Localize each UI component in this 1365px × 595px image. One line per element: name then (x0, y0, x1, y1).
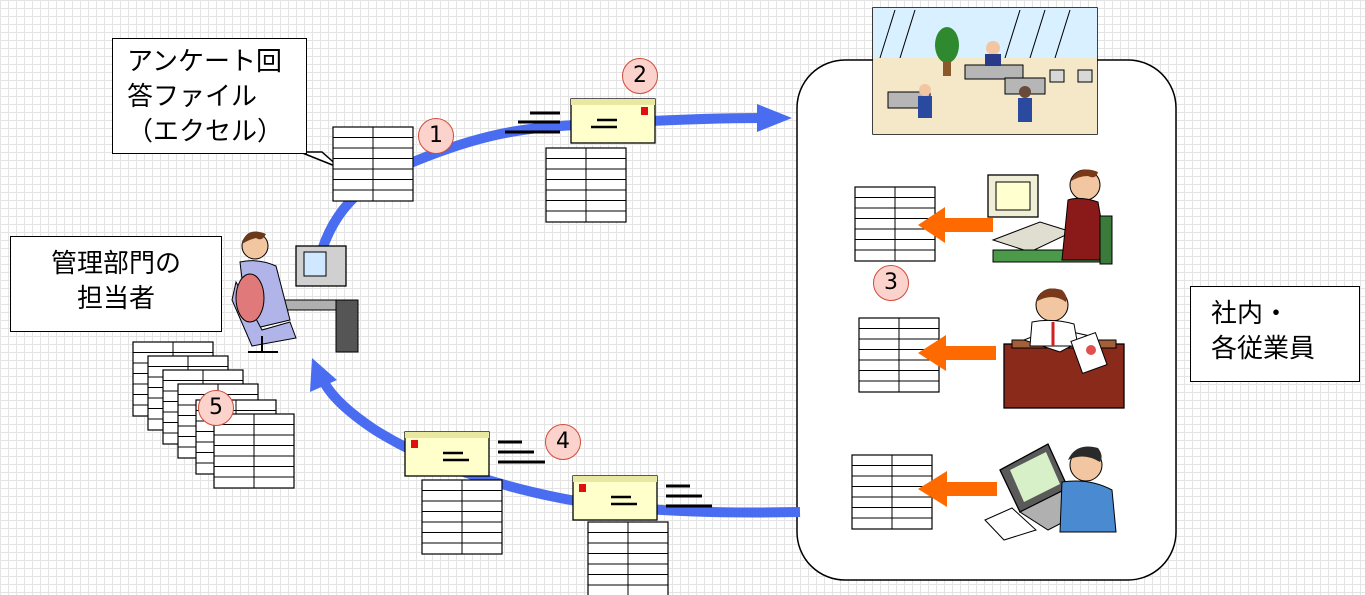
step-1-badge: 1 (418, 118, 454, 154)
envelope-icon (403, 430, 545, 478)
spreadsheet-icon (851, 454, 933, 530)
spreadsheet-icon (587, 521, 669, 595)
employees-label: 社内・ 各従業員 (1190, 286, 1360, 382)
envelope-icon (505, 97, 657, 145)
employees-label-line-2: 各従業員 (1211, 334, 1316, 364)
callout-box: アンケート回 答ファイル （エクセル） (112, 38, 307, 154)
admin-label-line-2: 担当者 (76, 284, 155, 314)
person-at-laptop-icon (984, 443, 1117, 541)
admin-label: 管理部門の 担当者 (10, 236, 222, 332)
step-5-badge: 5 (198, 390, 234, 426)
admin-label-line-1: 管理部門の (50, 249, 181, 279)
callout-tail (299, 151, 341, 169)
callout-line-1: アンケート回 (127, 47, 282, 77)
step-3-badge: 3 (873, 265, 909, 301)
orange-arrow (918, 471, 997, 507)
person-at-computer-icon (987, 169, 1113, 265)
envelope-icon (571, 474, 712, 522)
person-writing-icon (1003, 288, 1125, 409)
spreadsheet-icon (421, 479, 503, 555)
orange-arrow (918, 335, 996, 371)
spreadsheet-icon (545, 147, 627, 223)
admin-at-computer-icon (231, 231, 359, 353)
orange-arrow (918, 207, 993, 243)
callout-line-2: 答ファイル (127, 82, 258, 112)
spreadsheet-icon (332, 126, 414, 202)
callout-line-3: （エクセル） (127, 117, 284, 147)
return-arrowhead (310, 358, 337, 392)
step-4-badge: 4 (545, 424, 581, 460)
send-arrowhead (757, 104, 792, 132)
employees-label-line-1: 社内・ (1211, 299, 1290, 329)
office-scene-icon (872, 7, 1098, 135)
step-2-badge: 2 (622, 58, 658, 94)
